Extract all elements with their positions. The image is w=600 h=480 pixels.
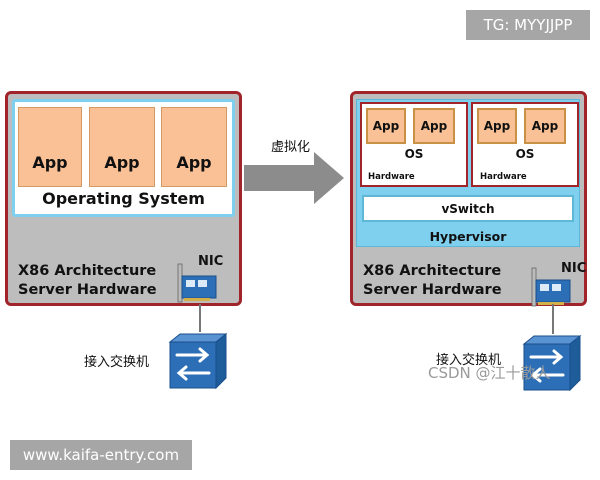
left-switch-label: 接入交换机: [84, 355, 150, 370]
virtualization-label: 虚拟化: [271, 140, 311, 155]
network-switch-icon: [168, 332, 228, 390]
right-hardware-line1: X86 Architecture: [363, 263, 502, 279]
vm1-os-label: OS: [404, 147, 424, 161]
right-connection-line: [552, 304, 554, 334]
vm2-os-label: OS: [515, 147, 535, 161]
right-hardware-line2: Server Hardware: [363, 282, 502, 298]
vm2-app-2: App: [524, 108, 566, 144]
vm1-app-1: App: [366, 108, 406, 144]
left-hardware-line1: X86 Architecture: [18, 263, 157, 279]
left-connection-line: [199, 304, 201, 332]
hypervisor-label: Hypervisor: [429, 229, 507, 244]
vswitch-box: vSwitch: [362, 195, 574, 222]
vm2-hardware-label: Hardware: [480, 172, 527, 182]
watermark-csdn: CSDN @江十散人: [428, 364, 551, 382]
left-app-3: App: [161, 107, 227, 187]
left-app-2: App: [89, 107, 155, 187]
vm2-app-1: App: [477, 108, 517, 144]
left-nic-label: NIC: [198, 254, 224, 269]
nic-card-icon: [177, 263, 217, 303]
nic-card-icon: [531, 267, 571, 307]
watermark-top: TG: MYYJJPP: [466, 10, 590, 40]
right-switch-label: 接入交换机: [436, 353, 502, 368]
watermark-bottom: www.kaifa-entry.com: [10, 440, 192, 470]
right-nic-label: NIC: [561, 261, 587, 276]
right-arrow-icon: [244, 152, 344, 204]
left-os-label: Operating System: [42, 189, 205, 208]
vm1-app-2: App: [413, 108, 455, 144]
vm1-hardware-label: Hardware: [368, 172, 415, 182]
network-switch-icon: [522, 334, 582, 392]
left-hardware-line2: Server Hardware: [18, 282, 157, 298]
left-app-1: App: [18, 107, 82, 187]
